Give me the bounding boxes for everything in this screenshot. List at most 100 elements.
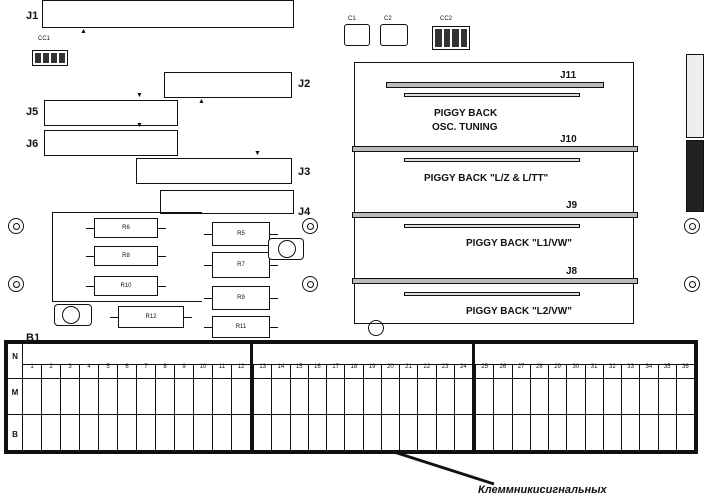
terminal-group-divider: [472, 344, 475, 450]
resistor-r12: R12: [110, 306, 192, 328]
terminal-cell[interactable]: 30: [566, 364, 584, 450]
terminal-cell[interactable]: 21: [399, 364, 417, 450]
terminal-number: 36: [682, 364, 689, 370]
terminal-cell[interactable]: 3: [60, 364, 79, 450]
capacitor-c2-label: C2: [384, 16, 392, 22]
resistor-r6: R6: [86, 218, 166, 238]
connector-j5: [44, 100, 178, 126]
terminal-cell[interactable]: 29: [548, 364, 566, 450]
j2-pin-marker: ▲: [198, 98, 205, 105]
terminal-number: 4: [87, 364, 91, 370]
terminal-number: 17: [332, 364, 339, 370]
terminal-cell[interactable]: 35: [657, 364, 676, 450]
resistor-r5: R5: [204, 222, 278, 246]
terminal-cell[interactable]: 27: [511, 364, 530, 450]
terminal-number: 13: [259, 364, 266, 370]
terminal-number: 12: [237, 364, 245, 370]
terminal-group-divider: [250, 344, 253, 450]
terminal-cell[interactable]: 6: [117, 364, 136, 450]
mounting-screw-icon: [302, 218, 318, 234]
terminal-cell[interactable]: 15: [289, 364, 308, 450]
terminal-cell[interactable]: 19: [362, 364, 381, 450]
terminal-number: 29: [554, 364, 561, 370]
terminal-number: 16: [314, 364, 321, 370]
connector-j11-label: J11: [560, 70, 577, 81]
terminal-cell[interactable]: 28: [529, 364, 548, 450]
terminal-cell[interactable]: 11: [212, 364, 231, 450]
connector-j6: [44, 130, 178, 156]
mounting-screw-icon: [302, 276, 318, 292]
mounting-screw-icon: [8, 218, 24, 234]
terminal-cell[interactable]: 24: [453, 364, 472, 450]
terminal-cell[interactable]: 12: [231, 364, 250, 450]
terminal-number: 20: [387, 364, 394, 370]
mounting-screw-icon: [8, 276, 24, 292]
terminal-cell[interactable]: 25: [475, 364, 493, 450]
terminal-cell[interactable]: 23: [435, 364, 454, 450]
terminal-cell[interactable]: 36: [675, 364, 694, 450]
j1-pin-marker: ▲: [80, 28, 87, 35]
terminal-number: 24: [460, 364, 467, 370]
terminal-number: 32: [609, 364, 616, 370]
terminal-number: 3: [68, 364, 72, 370]
terminal-cell[interactable]: 26: [493, 364, 511, 450]
dip-switch-key: [460, 29, 467, 47]
terminal-number: 6: [125, 364, 129, 370]
terminal-number: 28: [536, 364, 543, 370]
terminal-cell[interactable]: 22: [417, 364, 435, 450]
resistor-group-left-outline: [52, 212, 202, 302]
piggy-back-j11-line1: PIGGY BACK: [434, 108, 498, 119]
resistor-r8: R8: [86, 246, 166, 266]
terminal-cell[interactable]: 14: [271, 364, 289, 450]
dip-switch-key: [435, 29, 442, 47]
terminal-cell[interactable]: 20: [380, 364, 399, 450]
terminal-cell[interactable]: 34: [639, 364, 657, 450]
terminal-cell[interactable]: 32: [602, 364, 621, 450]
terminal-cell[interactable]: 16: [307, 364, 326, 450]
capacitor-c1-label: C1: [348, 16, 356, 22]
terminal-cell[interactable]: 17: [326, 364, 344, 450]
slot-j9: [352, 212, 638, 218]
terminal-number: 9: [182, 364, 186, 370]
terminal-number: 21: [405, 364, 412, 370]
terminal-cell[interactable]: 4: [79, 364, 98, 450]
terminal-cell[interactable]: 8: [155, 364, 174, 450]
connector-j4-label: J4: [298, 206, 311, 218]
terminal-number: 30: [572, 364, 580, 370]
connector-j3: [136, 158, 292, 184]
mounting-screw-icon: [684, 276, 700, 292]
connector-j6-label: J6: [26, 138, 39, 150]
terminal-cell[interactable]: 9: [174, 364, 193, 450]
terminal-row-divider: [8, 378, 694, 379]
terminal-cell[interactable]: 33: [621, 364, 639, 450]
connector-j3-label: J3: [298, 166, 311, 178]
dip-switch-cc1[interactable]: [32, 50, 68, 66]
terminal-number: 10: [199, 364, 207, 370]
terminal-cell[interactable]: 13: [253, 364, 271, 450]
terminal-row-letter: B: [12, 430, 18, 439]
terminal-number: 33: [627, 364, 634, 370]
terminal-row-letter: M: [11, 388, 19, 397]
terminal-cell[interactable]: 2: [41, 364, 60, 450]
terminal-cell[interactable]: 1: [22, 364, 41, 450]
dip-switch-key: [443, 29, 450, 47]
mounting-screw-icon: [684, 218, 700, 234]
connector-j1-label: J1: [26, 10, 39, 22]
mounting-hole-icon: [368, 320, 384, 336]
dip-switch-key: [452, 29, 459, 47]
dip-switch-cc2[interactable]: [432, 26, 470, 50]
connector-j4: [160, 190, 294, 214]
terminal-number: 34: [645, 364, 653, 370]
terminal-row-letter: N: [12, 352, 18, 361]
dip-switch-key: [43, 53, 49, 63]
terminal-cell[interactable]: 18: [344, 364, 362, 450]
terminal-cell[interactable]: 7: [136, 364, 155, 450]
terminal-cell[interactable]: 5: [98, 364, 117, 450]
terminal-cell[interactable]: 10: [193, 364, 212, 450]
capacitor-c2: [380, 24, 408, 46]
caption-pointer-line: [393, 450, 495, 486]
terminal-row-divider: [22, 364, 694, 365]
terminal-number: 15: [295, 364, 303, 370]
terminal-cell[interactable]: 31: [584, 364, 603, 450]
connector-j2: [164, 72, 292, 98]
